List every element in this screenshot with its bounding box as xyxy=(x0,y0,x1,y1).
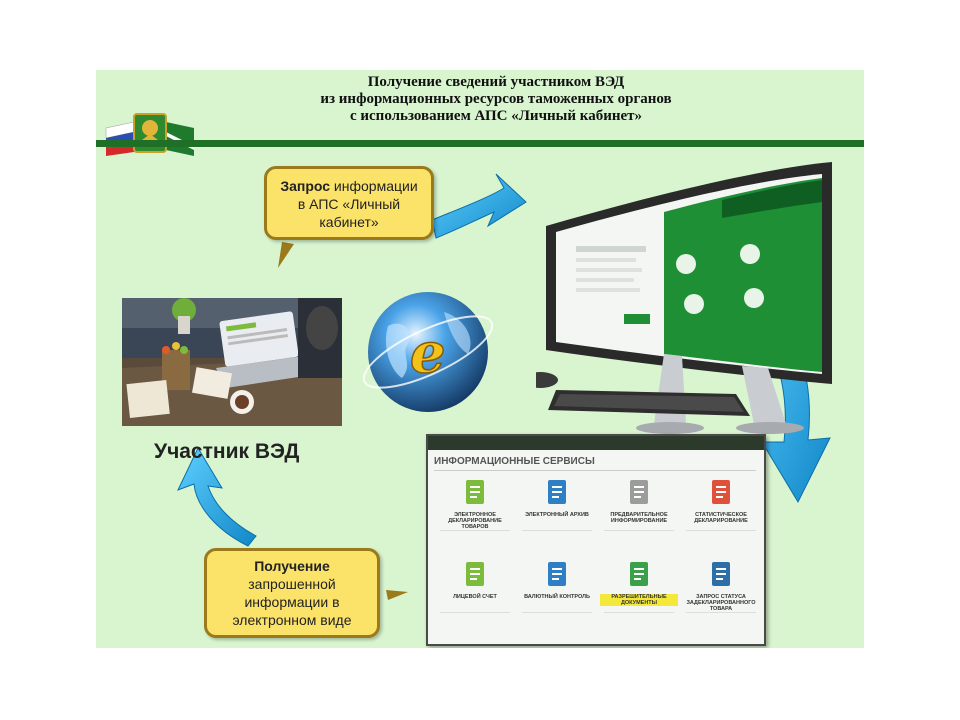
service-tile[interactable]: ЭЛЕКТРОННОЕ ДЕКЛАРИРОВАНИЕ ТОВАРОВ xyxy=(436,476,514,540)
screenshot-divider xyxy=(434,470,756,471)
receive-line-4: электронном виде xyxy=(232,612,352,628)
svg-text:e: e xyxy=(410,320,446,386)
service-tile-footer xyxy=(440,530,510,536)
arrow-to-portal xyxy=(431,173,527,239)
service-tile-label: ПРЕДВАРИТЕЛЬНОЕ ИНФОРМИРОВАНИЕ xyxy=(610,512,668,524)
service-tile-footer xyxy=(686,612,756,618)
service-tile[interactable]: ПРЕДВАРИТЕЛЬНОЕ ИНФОРМИРОВАНИЕ xyxy=(600,476,678,540)
diagram-panel: Получение сведений участником ВЭД из инф… xyxy=(96,70,864,648)
service-tile-label: СТАТИСТИЧЕСКОЕ ДЕКЛАРИРОВАНИЕ xyxy=(694,512,748,524)
service-tile[interactable]: ЗАПРОС СТАТУСА ЗАДЕКЛАРИРОВАННОГО ТОВАРА xyxy=(682,558,760,622)
service-tile-footer xyxy=(522,612,592,618)
blocks-icon xyxy=(712,480,730,504)
currency-icon xyxy=(548,562,566,586)
service-tile-footer xyxy=(440,612,510,618)
internet-explorer-globe-icon: e xyxy=(362,292,494,412)
request-line-3: кабинет» xyxy=(319,214,379,230)
ruble-icon xyxy=(466,562,484,586)
service-tile-footer xyxy=(604,530,674,536)
boxes-icon xyxy=(712,562,730,586)
screenshot-topbar xyxy=(428,436,764,450)
title-line-1: Получение сведений участником ВЭД xyxy=(367,74,625,90)
request-info-bubble: Запрос информации в АПС «Личный кабинет» xyxy=(264,166,434,240)
service-tile[interactable]: СТАТИСТИЧЕСКОЕ ДЕКЛАРИРОВАНИЕ xyxy=(682,476,760,540)
request-line-2: в АПС «Личный xyxy=(297,196,401,212)
archive-icon xyxy=(548,480,566,504)
service-tile-label: ЭЛЕКТРОННОЕ ДЕКЛАРИРОВАНИЕ ТОВАРОВ xyxy=(448,512,502,530)
service-tile-footer xyxy=(604,612,674,618)
diagram-title: Получение сведений участником ВЭД из инф… xyxy=(286,74,706,125)
permit-icon xyxy=(630,562,648,586)
participant-label: Участник ВЭД xyxy=(154,440,300,463)
service-tile-label: ЗАПРОС СТАТУСА ЗАДЕКЛАРИРОВАННОГО ТОВАРА xyxy=(686,594,756,612)
info-document-icon xyxy=(630,480,648,504)
receive-line-2: запрошенной xyxy=(248,576,336,592)
service-tile-label: ВАЛЮТНЫЙ КОНТРОЛЬ xyxy=(524,594,590,600)
service-tile-label: ЛИЦЕВОЙ СЧЕТ xyxy=(453,594,497,600)
receive-bold: Получение xyxy=(254,558,330,574)
receive-info-bubble: Получение запрошенной информации в элект… xyxy=(204,548,380,638)
receive-line-3: информации в xyxy=(244,594,340,610)
information-services-screenshot: ИНФОРМАЦИОННЫЕ СЕРВИСЫ ЭЛЕКТРОННОЕ ДЕКЛА… xyxy=(426,434,766,646)
title-line-3: с использованием АПС «Личный кабинет» xyxy=(349,108,643,124)
service-tile-label: ЭЛЕКТРОННЫЙ АРХИВ xyxy=(525,512,589,518)
header-rule xyxy=(96,140,864,147)
service-tile-label: РАЗРЕШИТЕЛЬНЫЕ ДОКУМЕНТЫ xyxy=(600,594,678,606)
request-bold: Запрос xyxy=(280,178,331,194)
service-tile[interactable]: ВАЛЮТНЫЙ КОНТРОЛЬ xyxy=(518,558,596,622)
arrow-to-participant xyxy=(177,446,257,547)
service-tile-footer xyxy=(522,530,592,536)
monitor-portal-icon xyxy=(536,162,832,434)
screenshot-header: ИНФОРМАЦИОННЫЕ СЕРВИСЫ xyxy=(434,456,595,467)
service-tile[interactable]: ЛИЦЕВОЙ СЧЕТ xyxy=(436,558,514,622)
service-tile-footer xyxy=(686,530,756,536)
service-tile[interactable]: РАЗРЕШИТЕЛЬНЫЕ ДОКУМЕНТЫ xyxy=(600,558,678,622)
request-line-1: информации xyxy=(330,178,418,194)
document-icon xyxy=(466,480,484,504)
participant-photo xyxy=(122,298,342,426)
title-line-2: из информационных ресурсов таможенных ор… xyxy=(320,91,672,107)
service-tile[interactable]: ЭЛЕКТРОННЫЙ АРХИВ xyxy=(518,476,596,540)
